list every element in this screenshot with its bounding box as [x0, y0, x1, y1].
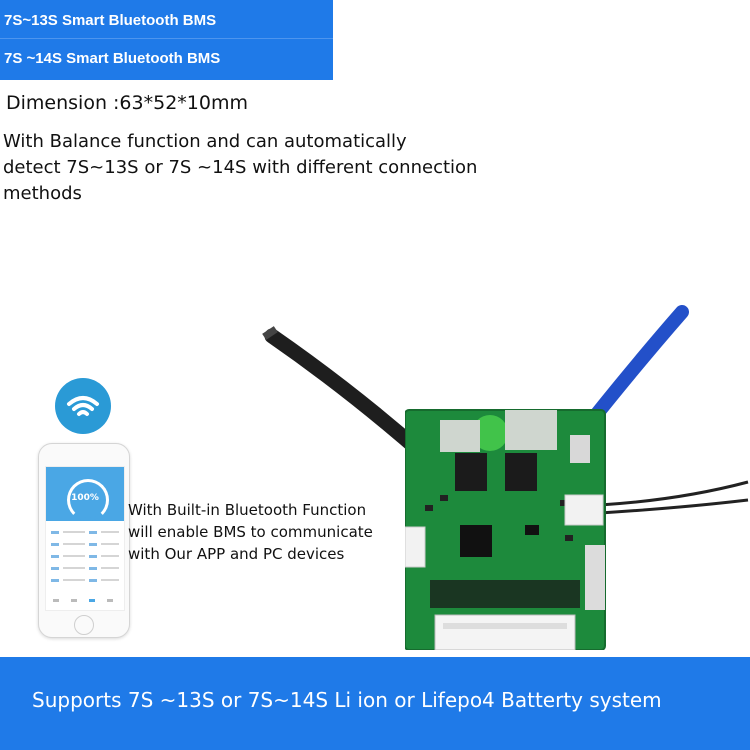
- bluetooth-line: With Built-in Bluetooth Function: [128, 501, 367, 519]
- bluetooth-line: with Our APP and PC devices: [128, 545, 345, 563]
- bluetooth-line: will enable BMS to communicate: [128, 523, 373, 541]
- description-line: detect 7S~13S or 7S ~14S with different …: [3, 157, 478, 178]
- bluetooth-description: With Built-in Bluetooth Function will en…: [128, 499, 373, 565]
- app-list-row: [51, 555, 119, 558]
- app-list-row: [51, 579, 119, 582]
- app-list-row: [51, 531, 119, 534]
- app-list-row: [51, 543, 119, 546]
- app-header: 100%: [46, 467, 124, 521]
- description-line: With Balance function and can automatica…: [3, 131, 407, 152]
- title-line-14s: 7S ~14S Smart Bluetooth BMS: [4, 50, 221, 67]
- wifi-icon: [55, 378, 111, 434]
- feature-description: With Balance function and can automatica…: [3, 129, 543, 207]
- footer-banner: Supports 7S ~13S or 7S~14S Li ion or Lif…: [0, 657, 750, 750]
- app-tab-bar: [51, 599, 119, 602]
- app-list-row: [51, 567, 119, 570]
- bms-board-image: [405, 409, 606, 650]
- description-line: methods: [3, 183, 82, 204]
- title-divider: [0, 38, 333, 39]
- smartphone-app-icon: 100%: [38, 443, 130, 638]
- app-screen: 100%: [45, 466, 125, 611]
- footer-text: Supports 7S ~13S or 7S~14S Li ion or Lif…: [32, 688, 662, 712]
- battery-gauge-icon: [67, 479, 109, 521]
- battery-percent: 100%: [71, 493, 99, 503]
- title-line-13s: 7S~13S Smart Bluetooth BMS: [4, 12, 217, 29]
- title-banner: 7S~13S Smart Bluetooth BMS 7S ~14S Smart…: [0, 0, 333, 80]
- home-button-icon: [74, 615, 94, 635]
- dimension-text: Dimension :63*52*10mm: [6, 92, 248, 114]
